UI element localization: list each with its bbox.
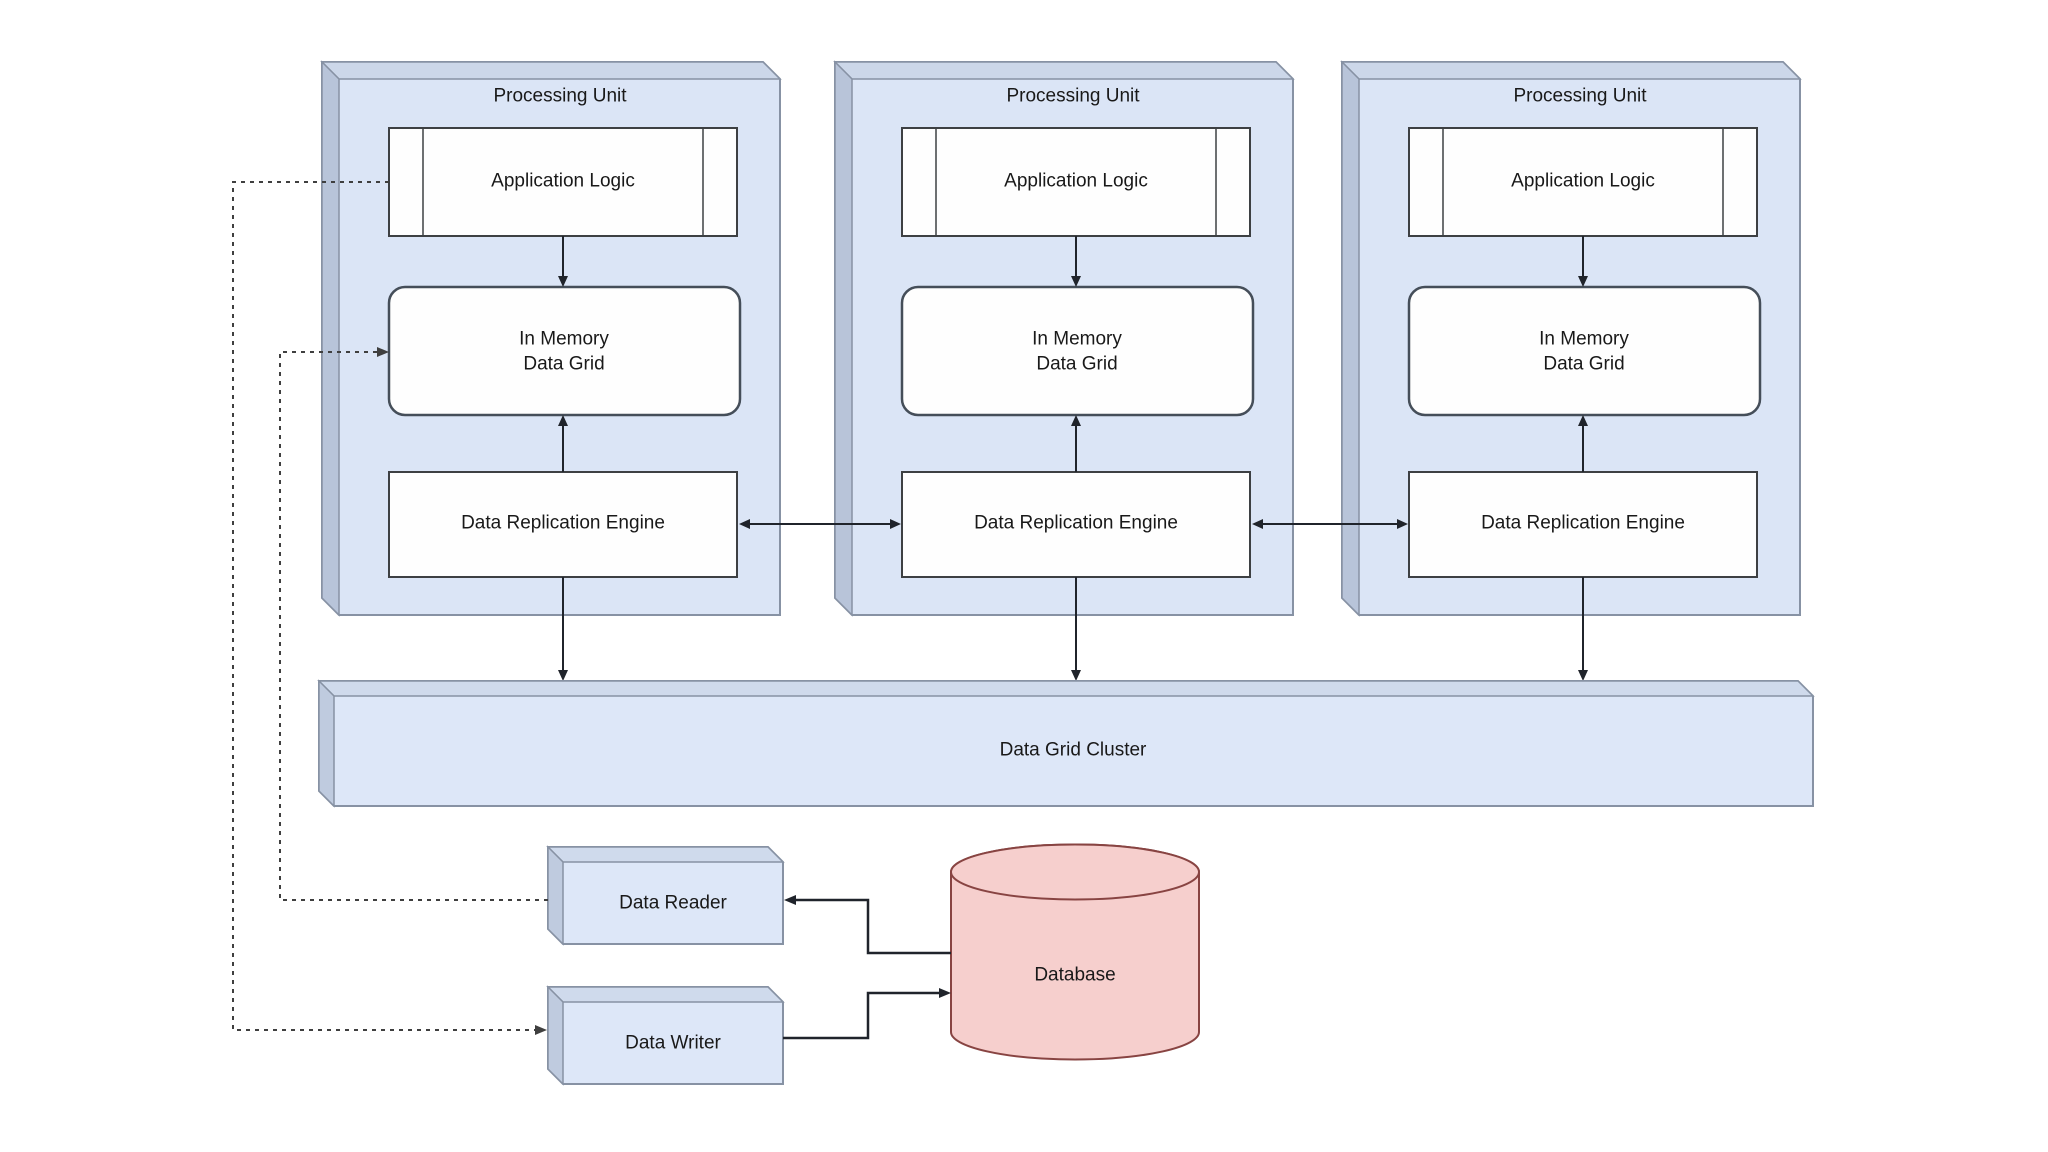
arrowhead-down	[1578, 276, 1588, 287]
data-replication-engine-box	[388, 471, 738, 578]
processing-unit-cube-top-face	[320, 61, 782, 80]
arrowhead-down	[558, 276, 568, 287]
edge-dre1-dre2	[739, 519, 901, 529]
data-writer-node	[546, 985, 785, 1086]
processing-unit-2	[833, 60, 1295, 681]
arrowhead-right	[535, 1025, 547, 1035]
processing-unit-1	[320, 60, 782, 681]
edge-dre2-dre3	[1252, 519, 1408, 529]
edge-applogic1-to-writer-dashed	[232, 181, 547, 1035]
cluster-cube-left-face	[318, 679, 335, 808]
applogic-writer-dashed-line	[232, 181, 535, 1031]
arrowhead-left	[784, 895, 796, 905]
arrowhead-left	[1252, 519, 1263, 529]
edge-database-to-reader	[784, 895, 951, 955]
writer-cube-top-face	[546, 986, 785, 1003]
processing-unit-cube-left-face	[834, 60, 853, 617]
data-replication-engine-box	[901, 471, 1251, 578]
application-logic-box	[388, 127, 738, 237]
database-top-ellipse	[950, 843, 1200, 901]
reader-imdg-dashed-line	[279, 351, 548, 901]
in-memory-data-grid-box	[387, 285, 742, 417]
database-cylinder	[950, 843, 1200, 1061]
edge-writer-to-database	[783, 988, 951, 1040]
arrowhead-right	[1397, 519, 1408, 529]
processing-unit-cube-top-face	[1340, 61, 1802, 80]
processing-unit-3	[1340, 60, 1802, 681]
data-reader-node	[546, 845, 785, 946]
application-logic-box	[901, 127, 1251, 237]
reader-cube-top-face	[546, 846, 785, 863]
arrowhead-right	[377, 347, 389, 357]
arrowhead-down	[1071, 276, 1081, 287]
cluster-cube-outline	[318, 680, 1814, 807]
arrowhead-right	[939, 988, 951, 998]
reader-cube-left-face	[547, 845, 564, 946]
db-reader-line	[796, 898, 951, 955]
arrowhead-down	[1578, 670, 1588, 681]
processing-unit-cube-left-face	[321, 60, 340, 617]
writer-db-line	[783, 991, 939, 1040]
application-logic-box	[1408, 127, 1758, 237]
arrowhead-up	[558, 415, 568, 426]
arrowhead-up	[1578, 415, 1588, 426]
in-memory-data-grid-box	[1407, 285, 1762, 417]
data-grid-cluster-bar	[317, 679, 1815, 808]
arrowhead-up	[1071, 415, 1081, 426]
in-memory-data-grid-box	[900, 285, 1255, 417]
data-replication-engine-box	[1408, 471, 1758, 578]
arrowhead-down	[558, 670, 568, 681]
edge-reader-to-imdg1-dashed	[279, 347, 548, 901]
writer-cube-left-face	[547, 985, 564, 1086]
arrowhead-left	[739, 519, 750, 529]
arrowhead-right	[890, 519, 901, 529]
arrowhead-down	[1071, 670, 1081, 681]
cluster-cube-top-face	[317, 680, 1815, 697]
processing-unit-cube-left-face	[1341, 60, 1360, 617]
processing-unit-cube-top-face	[833, 61, 1295, 80]
